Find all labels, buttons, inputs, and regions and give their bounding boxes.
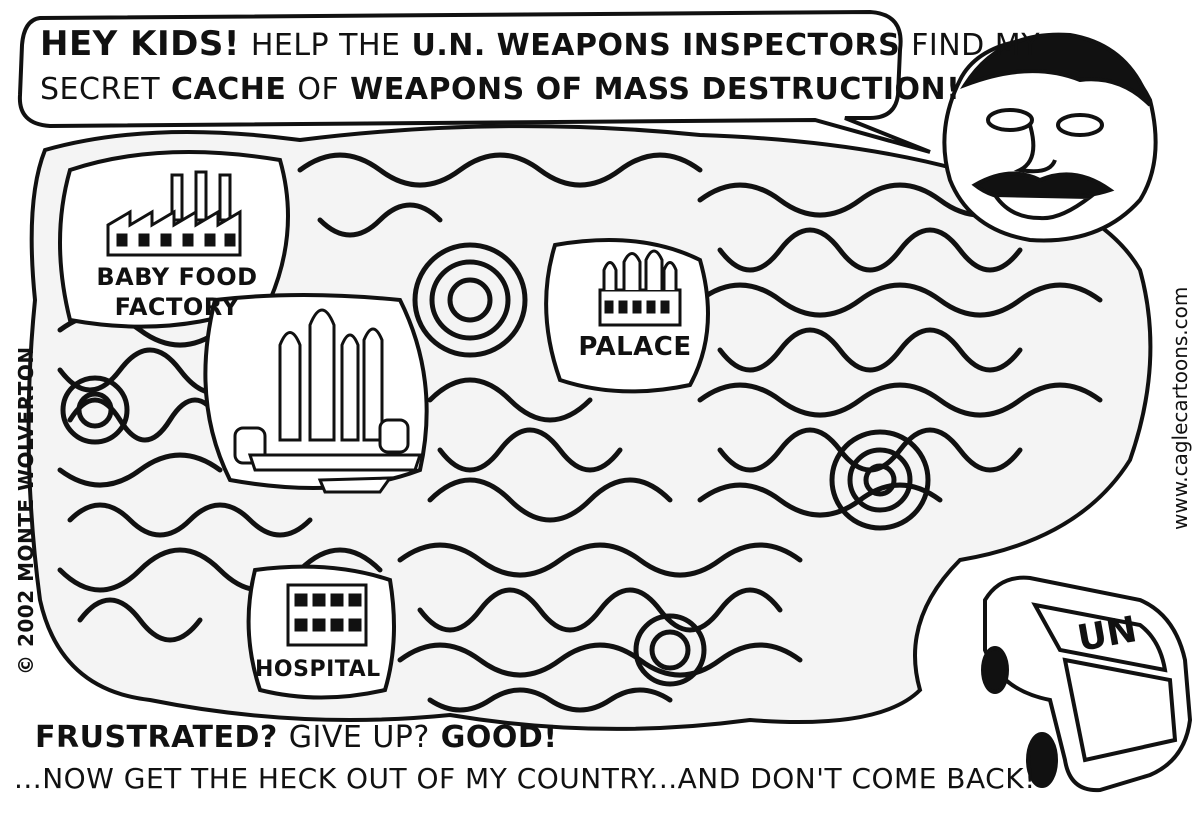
un-label-text: UN bbox=[1074, 609, 1140, 658]
bubble-secret: SECRET bbox=[40, 72, 161, 107]
bubble-line-2: SECRET CACHE OF WEAPONS OF MASS DESTRUCT… bbox=[40, 68, 960, 112]
baby-food-label-line1: BABY FOOD bbox=[96, 263, 258, 291]
maze-spirals bbox=[60, 242, 931, 687]
un-vehicle-label: UN bbox=[1074, 609, 1140, 658]
bubble-help-the: HELP THE bbox=[250, 28, 401, 63]
speech-bubble bbox=[17, 9, 931, 154]
dictator-face bbox=[942, 32, 1158, 243]
bubble-cache: CACHE bbox=[171, 72, 287, 107]
hospital-icon bbox=[286, 583, 368, 647]
baby-food-label-line2: FACTORY bbox=[114, 293, 240, 321]
factory-icon bbox=[106, 170, 242, 257]
baby-food-factory-label: BABY FOOD FACTORY bbox=[92, 262, 262, 322]
bubble-hey-kids: HEY KIDS! bbox=[40, 24, 240, 64]
website-credit: www.caglecartoons.com bbox=[1168, 286, 1192, 530]
artist-credit: © 2002 MONTE WOLVERTON bbox=[14, 346, 38, 675]
bottom-caption-line-1: FRUSTRATED? GIVE UP? GOOD! bbox=[35, 720, 558, 755]
bubble-un-inspectors: U.N. WEAPONS INSPECTORS bbox=[411, 28, 901, 63]
bubble-of: OF bbox=[297, 72, 340, 107]
caption-frustrated: FRUSTRATED? bbox=[35, 720, 278, 755]
hospital-label: HOSPITAL bbox=[255, 657, 381, 682]
bubble-line-1: HEY KIDS! HELP THE U.N. WEAPONS INSPECTO… bbox=[40, 22, 1040, 68]
bottom-caption-line-2: ...NOW GET THE HECK OUT OF MY COUNTRY...… bbox=[14, 762, 1036, 795]
un-vehicle bbox=[981, 575, 1193, 793]
palace-icon bbox=[598, 249, 682, 327]
caption-good: GOOD! bbox=[440, 720, 558, 755]
speech-bubble-text: HEY KIDS! HELP THE U.N. WEAPONS INSPECTO… bbox=[40, 22, 1040, 112]
caption-give-up: GIVE UP? bbox=[288, 720, 430, 755]
bubble-find-my: FIND MY bbox=[911, 28, 1041, 63]
palace-label: PALACE bbox=[578, 332, 692, 362]
missiles-icon bbox=[233, 308, 423, 494]
bubble-wmd: WEAPONS OF MASS DESTRUCTION! bbox=[350, 72, 961, 107]
